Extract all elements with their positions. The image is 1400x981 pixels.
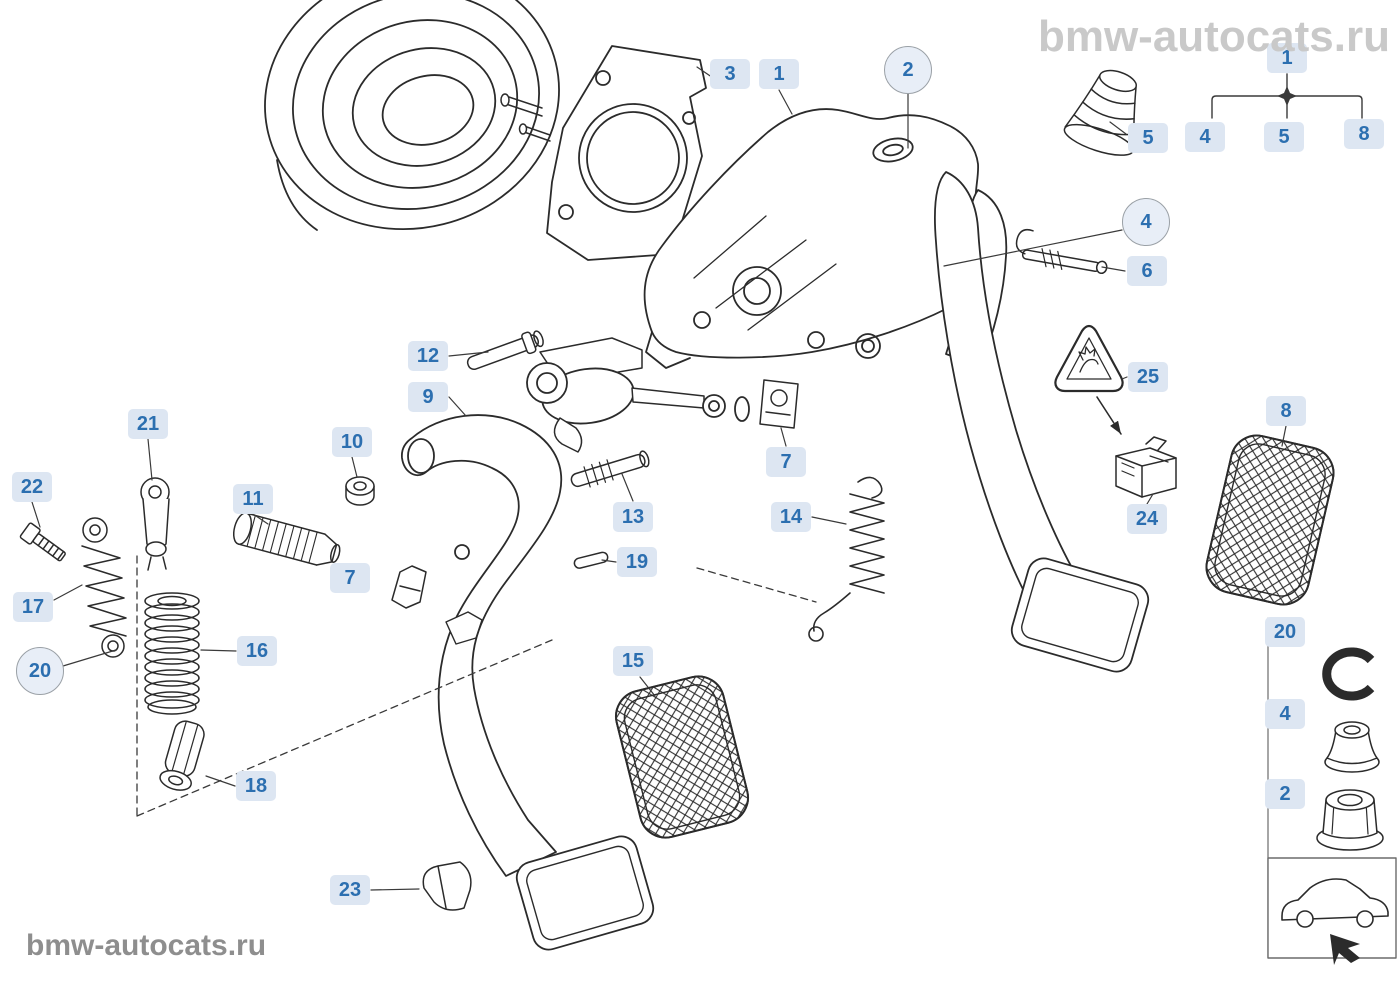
part-label-25-12[interactable]: 25 — [1128, 362, 1168, 392]
watermark-bottom: bmw-autocats.ru — [26, 929, 267, 962]
part-label-19-21[interactable]: 19 — [617, 547, 657, 577]
legend-bracket — [1211, 73, 1363, 119]
part-label-14-20[interactable]: 14 — [771, 502, 811, 532]
part-label-7-15[interactable]: 7 — [766, 447, 806, 477]
part-label-2-32[interactable]: 2 — [1265, 779, 1305, 809]
e-clip-icon — [1322, 647, 1375, 701]
part-label-17-23[interactable]: 17 — [13, 592, 53, 622]
part-label-6-9[interactable]: 6 — [1127, 256, 1167, 286]
booster-studs — [500, 93, 551, 142]
clutch-master-cylinder-9 — [526, 337, 750, 453]
part-label-10-14[interactable]: 10 — [332, 427, 372, 457]
part-label-3-0[interactable]: 3 — [710, 59, 750, 89]
esd-arrow — [1096, 396, 1122, 435]
coil-spring-16 — [144, 592, 200, 715]
pin-12 — [466, 330, 544, 371]
part-label-4-31[interactable]: 4 — [1265, 699, 1305, 729]
part-label-4-5[interactable]: 4 — [1185, 122, 1225, 152]
part-label-18-28[interactable]: 18 — [236, 771, 276, 801]
return-spring-14 — [808, 476, 885, 642]
part-label-16-24[interactable]: 16 — [237, 636, 277, 666]
arrow-icon — [1330, 934, 1360, 965]
car-reference-box — [1267, 857, 1397, 965]
bolt-22 — [19, 522, 66, 562]
pin-19 — [573, 551, 609, 569]
part-label-15-26[interactable]: 15 — [613, 646, 653, 676]
hardware-column — [1267, 617, 1397, 965]
flange-nut-icon — [1316, 789, 1384, 851]
pin-18 — [159, 720, 205, 791]
stop-buffer-23 — [422, 861, 472, 911]
clutch-pedal — [400, 414, 655, 951]
esd-warning-triangle-25 — [1054, 324, 1124, 393]
part-label-1-4[interactable]: 1 — [1267, 43, 1307, 73]
reference-dashes — [136, 555, 817, 817]
brake-pedal — [933, 171, 1150, 673]
watermark-top: bmw-autocats.ru — [1037, 12, 1390, 61]
part-label-21-13[interactable]: 21 — [128, 409, 168, 439]
bushing-10 — [345, 476, 375, 506]
part-label-5-3[interactable]: 5 — [1128, 123, 1168, 153]
part-label-9-11[interactable]: 9 — [408, 382, 448, 412]
rubber-grommet-icon — [1324, 721, 1380, 773]
pin-13 — [570, 450, 650, 488]
part-label-24-27[interactable]: 24 — [1127, 504, 1167, 534]
part-label-1-1[interactable]: 1 — [759, 59, 799, 89]
part-label-7-22[interactable]: 7 — [330, 563, 370, 593]
part-label-8-7[interactable]: 8 — [1344, 119, 1384, 149]
switch-24 — [1115, 436, 1177, 498]
part-label-8-16[interactable]: 8 — [1266, 396, 1306, 426]
part-label-12-10[interactable]: 12 — [408, 341, 448, 371]
pedal-rubber-8 — [1205, 434, 1335, 606]
part-label-13-19[interactable]: 13 — [613, 502, 653, 532]
part-label-20-30[interactable]: 20 — [1265, 617, 1305, 647]
bracket-clip-7-left — [391, 565, 427, 609]
part-label-4-8[interactable]: 4 — [1122, 198, 1170, 246]
part-label-11-18[interactable]: 11 — [233, 484, 273, 514]
bracket-clip-7-right — [759, 379, 799, 429]
pedal-rubber-15 — [615, 675, 749, 839]
part-label-20-25[interactable]: 20 — [16, 647, 64, 695]
over-center-spring-17 — [81, 517, 127, 658]
part-label-5-6[interactable]: 5 — [1264, 122, 1304, 152]
part-label-2-2[interactable]: 2 — [884, 46, 932, 94]
pivot-pin-21 — [140, 477, 170, 571]
car-body-icon — [1281, 878, 1389, 928]
rubber-boot-5 — [1063, 69, 1138, 156]
brake-booster — [264, 0, 560, 231]
pivot-bolt-11 — [232, 512, 341, 566]
part-label-23-29[interactable]: 23 — [330, 875, 370, 905]
part-label-22-17[interactable]: 22 — [12, 472, 52, 502]
